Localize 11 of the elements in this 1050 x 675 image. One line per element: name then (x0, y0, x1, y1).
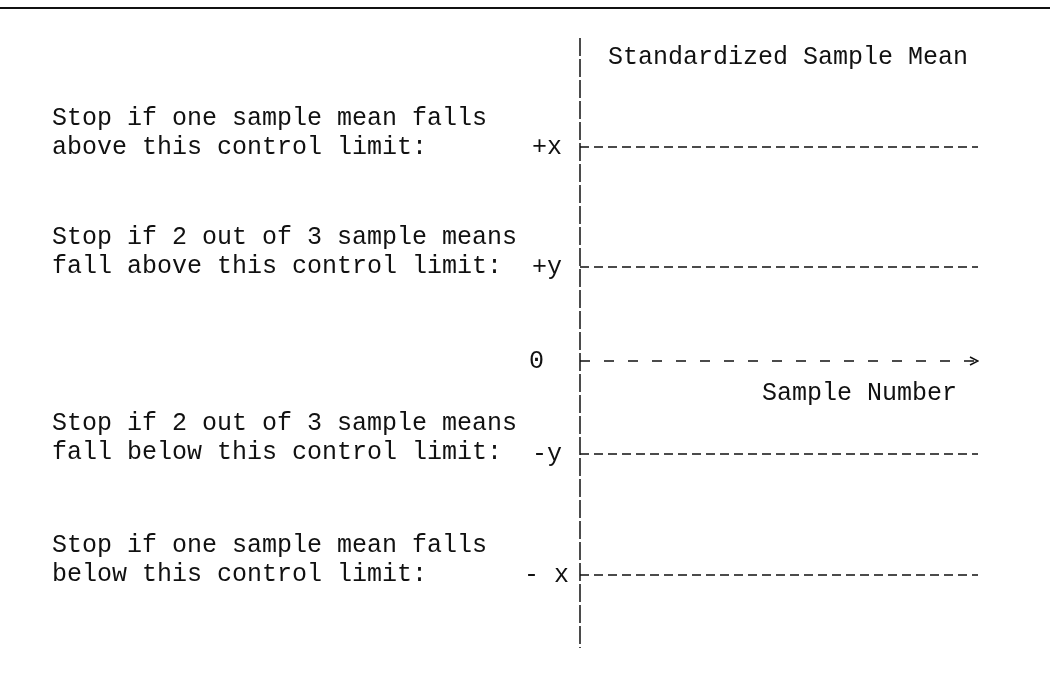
control-rule-text: Stop if one sample mean falls below this control limit: (52, 531, 489, 589)
axis-title: Standardized Sample Mean (608, 43, 969, 72)
origin-label: 0 (529, 347, 544, 376)
limit-label: - x (524, 561, 569, 590)
control-rule-text: Stop if one sample mean falls above this control limit: (52, 104, 489, 162)
control-rule-text: Stop if 2 out of 3 sample means fall above this control limit: (52, 223, 519, 281)
limit-label: -y (532, 440, 562, 469)
control-rule-text: Stop if 2 out of 3 sample means fall below this control limit: (52, 409, 519, 467)
axis-title: Sample Number (762, 379, 958, 408)
limit-label: +y (532, 253, 562, 282)
limit-label: +x (532, 133, 562, 162)
